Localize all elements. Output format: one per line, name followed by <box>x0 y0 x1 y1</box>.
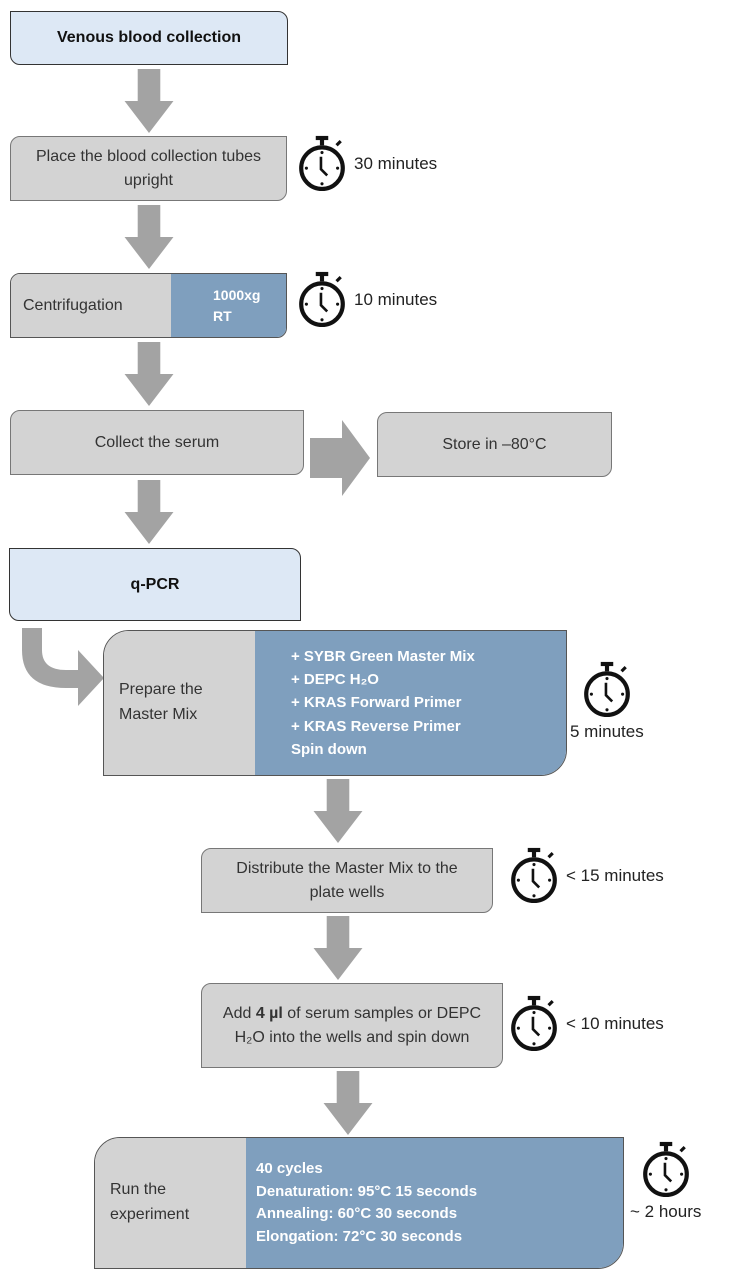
cycle-parameter: 40 cycles <box>256 1160 323 1177</box>
step-centrifugation: Centrifugation 1000xg RT <box>10 273 287 338</box>
label-volume: 4 µl <box>255 1004 283 1022</box>
stopwatch-icon <box>296 134 348 194</box>
step-qpcr: q-PCR <box>9 548 301 621</box>
cycle-parameter: Annealing: 60°C 30 seconds <box>256 1205 458 1222</box>
step-label: Place the blood collection tubes upright <box>35 147 262 189</box>
timer-5-minutes: 5 minutes <box>570 660 644 742</box>
step-prepare-master-mix: Prepare the Master Mix + SYBR Green Mast… <box>103 630 567 776</box>
down-arrow-icon <box>312 916 364 980</box>
step-place-tubes-upright: Place the blood collection tubes upright <box>10 136 287 201</box>
stopwatch-icon <box>508 994 560 1054</box>
detail-speed: 1000xg <box>213 286 261 303</box>
timer-2-hours: ~ 2 hours <box>630 1140 701 1222</box>
down-arrow-icon <box>123 69 175 133</box>
master-mix-ingredients: + SYBR Green Master Mix + DEPC H₂O + KRAS … <box>255 631 566 775</box>
timer-label: 30 minutes <box>354 154 438 173</box>
detail-temperature: RT <box>213 307 232 324</box>
timer-10-minutes: 10 minutes <box>296 270 437 330</box>
cycle-parameter: Elongation: 72°C 30 seconds <box>256 1227 463 1245</box>
step-label: Store in –80°C <box>442 435 547 453</box>
step-label: Distribute the Master Mix to the plate w… <box>236 859 458 901</box>
step-label: Run the experiment <box>110 1181 190 1223</box>
step-add-samples: Add 4 µl of serum samples or DEPC H₂O in… <box>201 983 503 1068</box>
curved-arrow-icon <box>22 628 104 706</box>
ingredient-item: Spin down <box>291 740 367 758</box>
ingredient-item: + SYBR Green Master Mix <box>291 647 475 665</box>
step-venous-blood-collection: Venous blood collection <box>10 11 288 65</box>
stopwatch-icon <box>508 846 560 906</box>
stopwatch-icon <box>640 1140 692 1200</box>
timer-15-minutes: < 15 minutes <box>508 846 664 906</box>
right-arrow-icon <box>310 420 370 496</box>
down-arrow-icon <box>123 205 175 269</box>
stopwatch-icon <box>296 270 348 330</box>
step-detail-panel: 1000xg RT <box>171 274 286 337</box>
ingredient-item: + KRAS Forward Primer <box>291 694 462 712</box>
cycle-parameter: Denaturation: 95°C 15 seconds <box>256 1182 478 1200</box>
label-part: Add <box>222 1004 256 1022</box>
timer-label: < 10 minutes <box>566 1014 664 1033</box>
timer-10-minutes-samples: < 10 minutes <box>508 994 664 1054</box>
step-label: Centrifugation <box>23 296 123 314</box>
step-label: Prepare the Master Mix <box>119 681 203 723</box>
timer-label: 5 minutes <box>570 722 644 741</box>
step-label-panel: Run the experiment <box>95 1138 246 1268</box>
timer-label: 10 minutes <box>354 290 438 309</box>
step-distribute-master-mix: Distribute the Master Mix to the plate w… <box>201 848 493 913</box>
step-label: Collect the serum <box>94 433 220 451</box>
label-part: of serum samples or DEPC H₂O into the we… <box>234 1004 482 1046</box>
down-arrow-icon <box>123 480 175 544</box>
step-label: q-PCR <box>130 575 180 593</box>
down-arrow-icon <box>312 779 364 843</box>
timer-30-minutes: 30 minutes <box>296 134 437 194</box>
step-label-panel: Centrifugation <box>11 274 171 337</box>
step-label: Add 4 µl of serum samples or DEPC H₂O in… <box>220 1002 484 1050</box>
ingredient-item: + DEPC H₂O <box>291 671 379 689</box>
step-label: Venous blood collection <box>56 29 241 46</box>
step-collect-serum: Collect the serum <box>10 410 304 475</box>
step-label-panel: Prepare the Master Mix <box>104 631 255 775</box>
down-arrow-icon <box>123 342 175 406</box>
ingredient-item: + KRAS Reverse Primer <box>291 717 461 735</box>
stopwatch-icon <box>581 660 633 720</box>
timer-label: < 15 minutes <box>566 866 664 885</box>
timer-label: ~ 2 hours <box>630 1202 702 1221</box>
down-arrow-icon <box>322 1071 374 1135</box>
step-store: Store in –80°C <box>377 412 612 477</box>
